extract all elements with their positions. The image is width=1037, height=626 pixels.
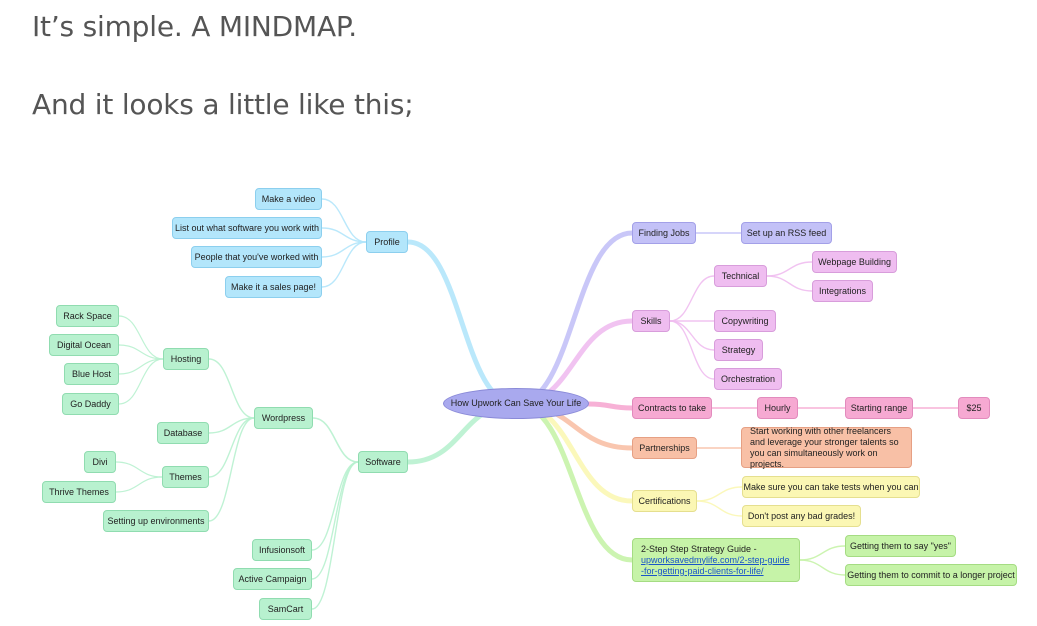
longer-project-node: Getting them to commit to a longer proje… (845, 564, 1017, 586)
rss-feed-node: Set up an RSS feed (741, 222, 832, 244)
profile-node: Profile (366, 231, 408, 253)
rack-space-node: Rack Space (56, 305, 119, 327)
root-node: How Upwork Can Save Your Life (443, 388, 589, 419)
edge-skills-strategy (669, 320, 715, 351)
edge-themes-item (115, 476, 163, 493)
edge-hosting-item (118, 315, 164, 360)
divi-node: Divi (84, 451, 116, 473)
edge-guide-yes (799, 545, 846, 561)
sales-page-node: Make it a sales page! (225, 276, 322, 298)
finding-jobs-node: Finding Jobs (632, 222, 696, 244)
edge-cert-tests (696, 486, 743, 502)
thrive-themes-node: Thrive Themes (42, 481, 116, 503)
edge-skills-technical (669, 275, 715, 322)
edge-wordpress-hosting (208, 358, 255, 419)
themes-node: Themes (162, 466, 209, 488)
edge-root-finding-jobs (513, 230, 635, 407)
people-worked-node: People that you've worked with (191, 246, 322, 268)
samcart-node: SamCart (259, 598, 312, 620)
guide-title: 2-Step Step Strategy Guide - (641, 543, 757, 554)
edge-root-profile (405, 239, 519, 407)
skills-node: Skills (632, 310, 670, 332)
intro-line: It’s simple. A MINDMAP. (32, 10, 357, 43)
edge-technical-integrations (766, 275, 813, 292)
make-video-node: Make a video (255, 188, 322, 210)
edge-software-tool (311, 461, 359, 610)
edge-root-contracts (586, 401, 635, 411)
bad-grades-node: Don't post any bad grades! (742, 505, 861, 527)
guide-link[interactable]: upworksavedmylife.com/2-step-guide-for-g… (641, 554, 790, 576)
take-tests-node: Make sure you can take tests when you ca… (742, 476, 920, 498)
integrations-node: Integrations (812, 280, 873, 302)
edge-wordpress-environments (208, 417, 255, 522)
database-node: Database (157, 422, 209, 444)
environments-node: Setting up environments (103, 510, 209, 532)
hourly-node: Hourly (757, 397, 798, 419)
contracts-node: Contracts to take (632, 397, 712, 419)
partnerships-note-node: Start working with other freelancers and… (741, 426, 912, 469)
edge-technical-webpage (766, 261, 813, 277)
blue-host-node: Blue Host (64, 363, 119, 385)
edge-software-wordpress (312, 417, 359, 463)
starting-range-node: Starting range (845, 397, 913, 419)
edge-themes-item (115, 461, 163, 478)
active-campaign-node: Active Campaign (233, 568, 312, 590)
orchestration-node: Orchestration (714, 368, 782, 390)
guide-node: 2-Step Step Strategy Guide - upworksaved… (632, 538, 800, 582)
software-node: Software (358, 451, 408, 473)
strategy-node: Strategy (714, 339, 763, 361)
wordpress-node: Wordpress (254, 407, 313, 429)
digital-ocean-node: Digital Ocean (49, 334, 119, 356)
copywriting-node: Copywriting (714, 310, 776, 332)
edge-wordpress-themes (208, 417, 255, 478)
edge-software-tool (311, 461, 359, 580)
intro-subline: And it looks a little like this; (32, 88, 414, 121)
edge-profile-child (321, 198, 367, 243)
say-yes-node: Getting them to say "yes" (845, 535, 956, 557)
amount-node: $25 (958, 397, 990, 419)
technical-node: Technical (714, 265, 767, 287)
certifications-node: Certifications (632, 490, 697, 512)
list-software-node: List out what software you work with (172, 217, 322, 239)
edge-guide-commit (799, 559, 846, 576)
edge-skills-orchestration (669, 320, 715, 380)
edge-profile-child (321, 241, 367, 288)
edge-cert-grades (696, 500, 743, 517)
hosting-node: Hosting (163, 348, 209, 370)
partnerships-node: Partnerships (632, 437, 697, 459)
edge-hosting-item (118, 344, 164, 360)
edge-hosting-item (118, 358, 164, 405)
go-daddy-node: Go Daddy (62, 393, 119, 415)
infusionsoft-node: Infusionsoft (252, 539, 312, 561)
webpage-building-node: Webpage Building (812, 251, 897, 273)
